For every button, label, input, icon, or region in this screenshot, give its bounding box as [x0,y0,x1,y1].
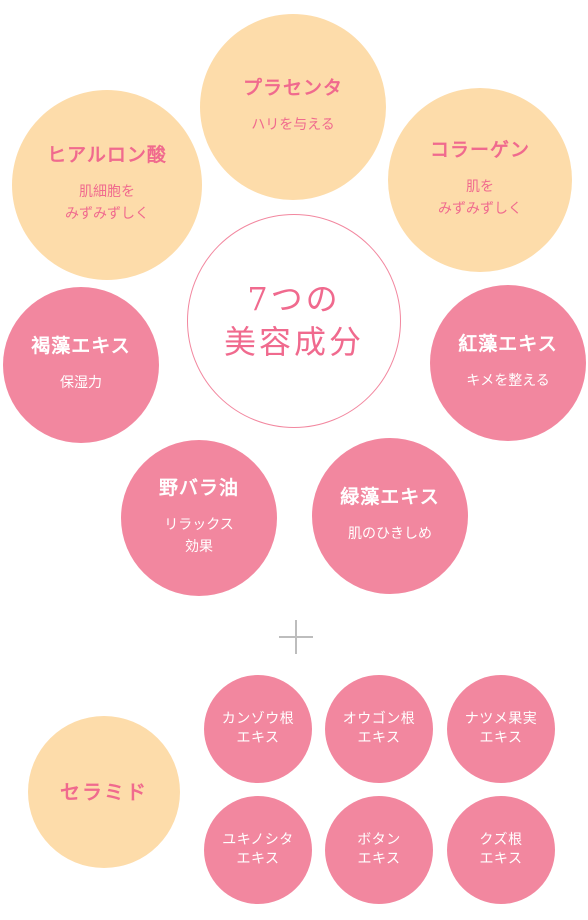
center-title-ring: 7つの 美容成分 [187,214,401,428]
ingredient-brown-algae: 褐藻エキス 保湿力 [3,287,159,443]
ingredient-desc: キメを整える [466,373,550,390]
ingredient-desc: ハリを与える [251,117,335,134]
extract-skullcap-root: オウゴン根 エキス [325,675,433,783]
ingredient-name: 緑藻エキス [340,486,440,509]
ingredient-desc: 肌細胞を みずみずしく [65,184,149,223]
extract-label: ボタン エキス [357,832,401,867]
extract-label: カンゾウ根 エキス [221,711,295,746]
ingredient-name: ヒアルロン酸 [47,144,167,167]
ingredient-name: 野バラ油 [158,477,239,500]
extract-kudzu-root: クズ根 エキス [447,796,555,904]
ingredient-ceramide: セラミド [28,716,180,868]
extract-label: ユキノシタ エキス [222,832,294,867]
extract-licorice-root: カンゾウ根 エキス [204,675,312,783]
center-title-line1: 7つの [247,279,341,318]
ingredient-name: 紅藻エキス [458,333,558,356]
center-title-line2: 美容成分 [223,323,364,361]
ingredient-name: プラセンタ [242,77,343,100]
ceramide-label: セラミド [60,780,148,804]
ingredient-name: コラーゲン [429,139,530,162]
ingredient-desc: 肌を みずみずしく [438,179,522,218]
ingredient-desc: リラックス 効果 [164,517,234,556]
ingredient-rosehip-oil: 野バラ油 リラックス 効果 [121,440,277,596]
extract-saxifrage: ユキノシタ エキス [204,796,312,904]
ingredient-name: 褐藻エキス [31,335,131,358]
extract-label: ナツメ果実 エキス [464,711,538,746]
ingredient-desc: 保湿力 [60,375,102,392]
ingredient-collagen: コラーゲン 肌を みずみずしく [388,88,572,272]
ingredient-red-algae: 紅藻エキス キメを整える [430,285,586,441]
ingredient-hyaluronic-acid: ヒアルロン酸 肌細胞を みずみずしく [12,90,202,280]
ingredient-desc: 肌のひきしめ [348,526,432,543]
ingredient-green-algae: 緑藻エキス 肌のひきしめ [312,438,468,594]
ingredient-placenta: プラセンタ ハリを与える [200,14,386,200]
extract-label: クズ根 エキス [479,832,523,867]
extract-jujube-fruit: ナツメ果実 エキス [447,675,555,783]
extract-label: オウゴン根 エキス [342,711,416,746]
extract-peony: ボタン エキス [325,796,433,904]
plus-icon [279,620,313,654]
